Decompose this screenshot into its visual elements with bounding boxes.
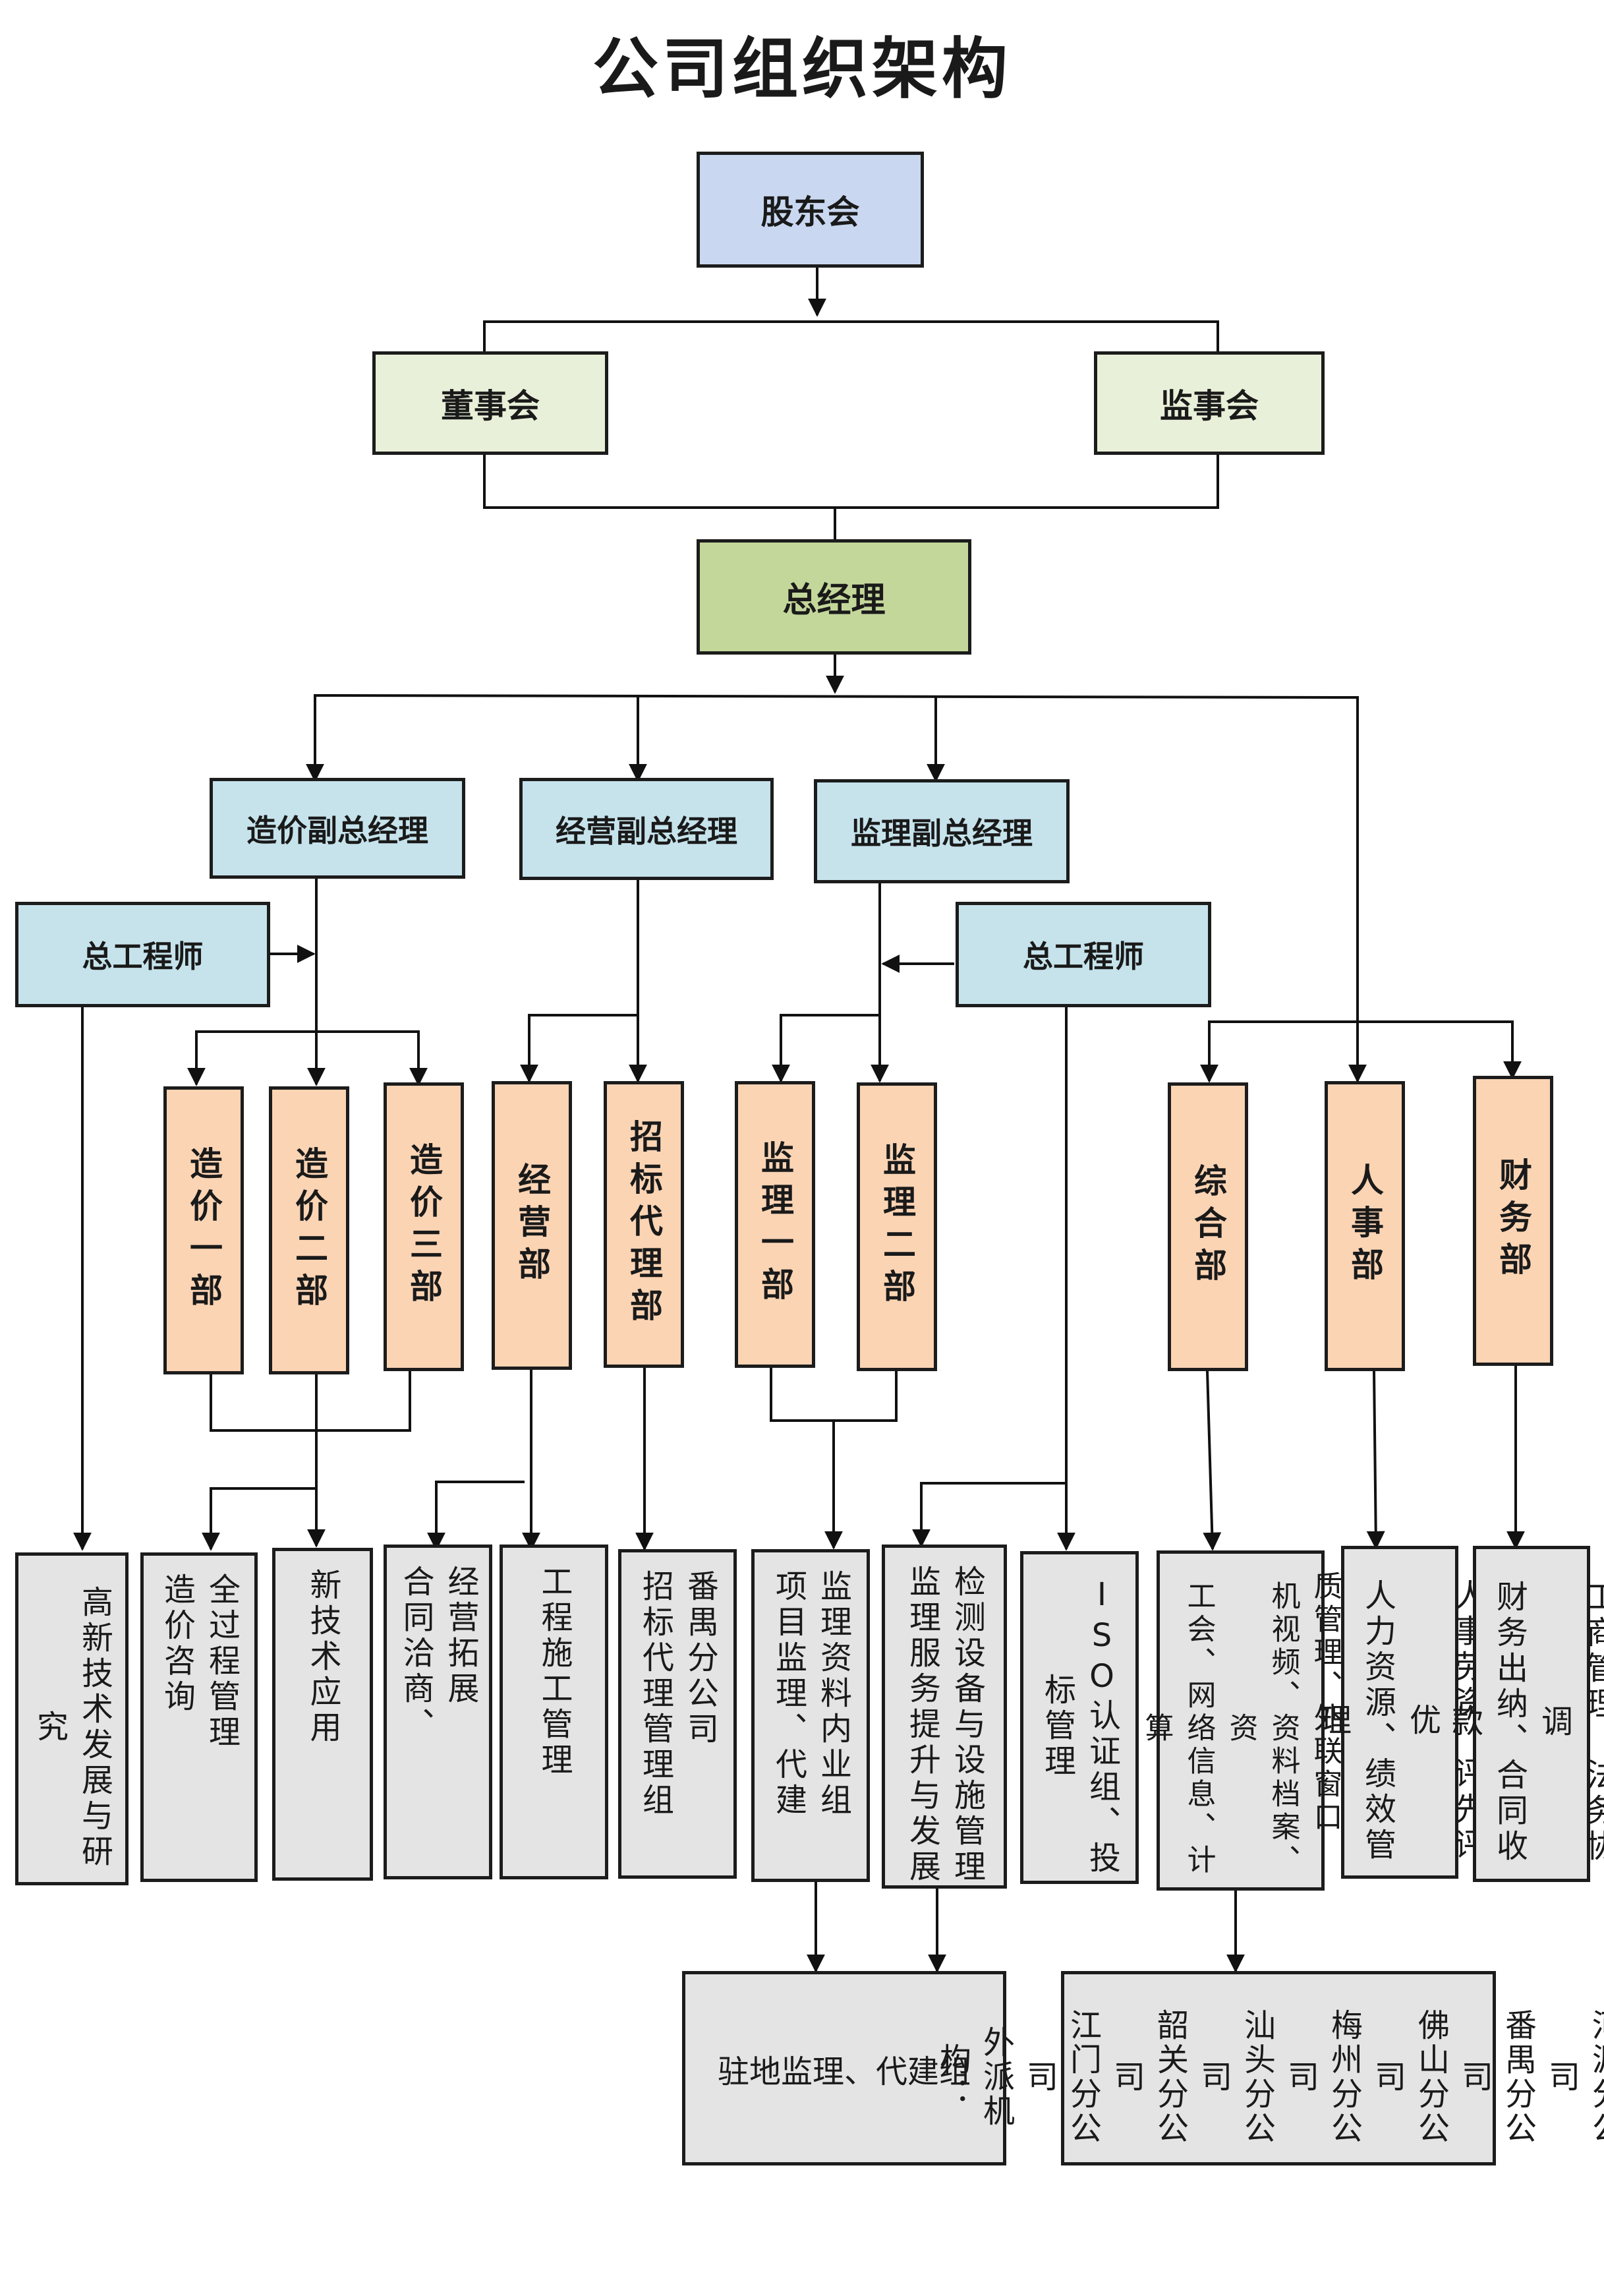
unit-project-supervision: 项目监理、代建监理资料内业组 (751, 1549, 870, 1882)
vp-business-node: 经营副总经理 (519, 778, 774, 880)
link-boards-merge (483, 455, 1219, 509)
chief-engineer-right-node: 总工程师 (956, 902, 1211, 1007)
dept-cost-3: 造价三部 (384, 1082, 464, 1371)
unit-finance-work: 财务出纳、合同收款工商管理、法务协调 (1446, 1546, 1604, 1882)
chief-engineer-left-node: 总工程师 (15, 902, 270, 1007)
link-boards-bracket (483, 320, 1219, 353)
unit-tender: 招标代理管理组番禺分公司 (618, 1549, 737, 1879)
dept-business: 经营部 (492, 1081, 572, 1370)
shareholders-node: 股东会 (697, 152, 924, 268)
general-manager-node: 总经理 (697, 539, 971, 655)
link-gm-bus (314, 693, 1359, 1081)
unit-tech-research: 高新技术发展与研究 (15, 1552, 129, 1885)
board-of-supervisors-node: 监事会 (1094, 351, 1325, 455)
unit-branches: 外派机构：江门分公司韶关分公司汕头分公司梅州分公司佛山分公司番禺分公司河源分公司 (934, 1971, 1604, 2165)
dept-tender-agency: 招标代理部 (604, 1081, 684, 1368)
unit-iso: ISO认证组、投标管理 (1020, 1551, 1139, 1884)
board-of-directors-node: 董事会 (372, 351, 608, 455)
unit-new-tech: 新技术应用 (272, 1548, 373, 1881)
dept-cost-1: 造价一部 (163, 1086, 244, 1374)
unit-cost-consult: 造价咨询全过程管理 (140, 1552, 258, 1882)
dept-general-affairs: 综合部 (1168, 1082, 1248, 1371)
dept-hr: 人事部 (1325, 1081, 1405, 1371)
dept-finance: 财务部 (1473, 1076, 1553, 1366)
unit-construction: 工程施工管理 (500, 1545, 608, 1879)
unit-hr-work: 人力资源、绩效管理人事劳资、评先评优 (1314, 1546, 1485, 1879)
dept-supervision-2: 监理二部 (857, 1082, 937, 1371)
unit-general-affairs-work: 工会、网络信息、计算机视频、资料档案、资质管理、外联窗口 (1140, 1550, 1342, 1891)
vp-cost-node: 造价副总经理 (210, 778, 465, 879)
unit-resident-supervision: 驻地监理、代建组 (682, 1971, 1006, 2165)
unit-supervision-service: 监理服务提升与发展检测设备与设施管理 (882, 1545, 1007, 1889)
unit-contract: 合同洽商、经营拓展 (384, 1545, 492, 1879)
vp-supervision-node: 监理副总经理 (814, 779, 1070, 883)
chart-title: 公司组织架构 (592, 30, 1012, 107)
dept-supervision-1: 监理一部 (735, 1081, 815, 1368)
dept-cost-2: 造价二部 (269, 1086, 349, 1374)
